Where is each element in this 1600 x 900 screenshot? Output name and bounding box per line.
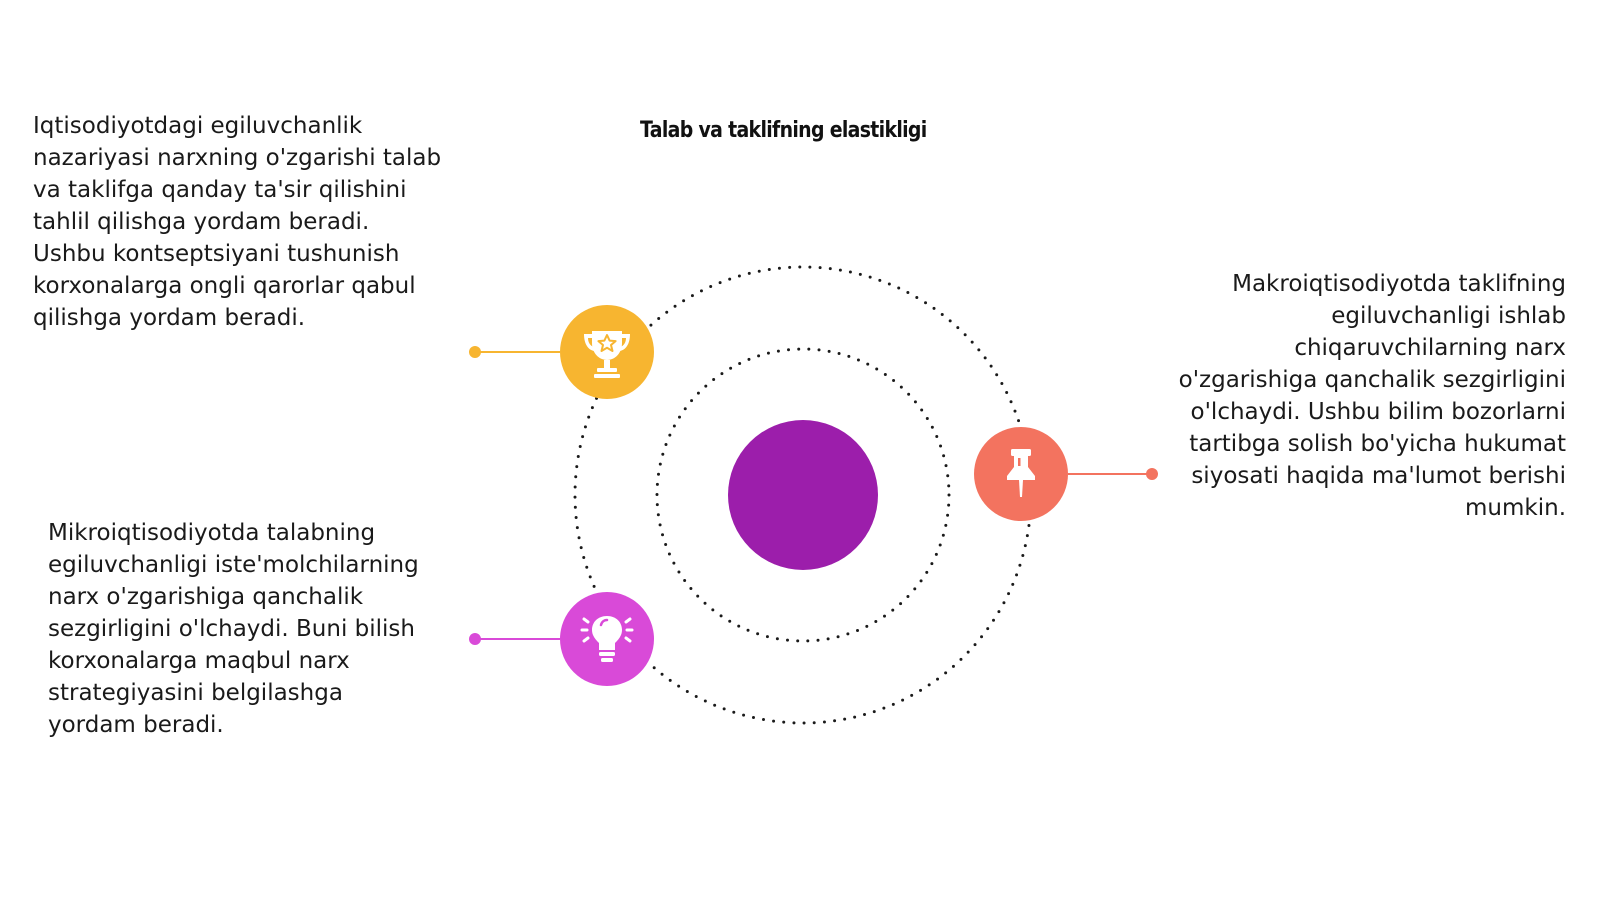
inner-orbit bbox=[655, 347, 951, 643]
center-circle bbox=[728, 420, 878, 570]
trophy-icon bbox=[560, 305, 654, 399]
node-pushpin bbox=[974, 427, 1068, 521]
connector-top-left bbox=[469, 346, 560, 358]
node-trophy bbox=[560, 305, 654, 399]
text-bottom-left: Mikroiqtisodiyotda talabning egiluvchanl… bbox=[48, 520, 419, 738]
lightbulb-icon bbox=[560, 592, 654, 686]
connector-bottom-left bbox=[469, 633, 560, 645]
node-lightbulb bbox=[560, 592, 654, 686]
diagram-title: Talab va taklifning elastikligi bbox=[640, 118, 927, 143]
pushpin-icon bbox=[974, 427, 1068, 521]
text-right: Makroiqtisodiyotda taklifning egiluvchan… bbox=[1178, 271, 1566, 521]
text-top-left: Iqtisodiyotdagi egiluvchanlik nazariyasi… bbox=[33, 113, 442, 331]
connector-right bbox=[1068, 468, 1158, 480]
